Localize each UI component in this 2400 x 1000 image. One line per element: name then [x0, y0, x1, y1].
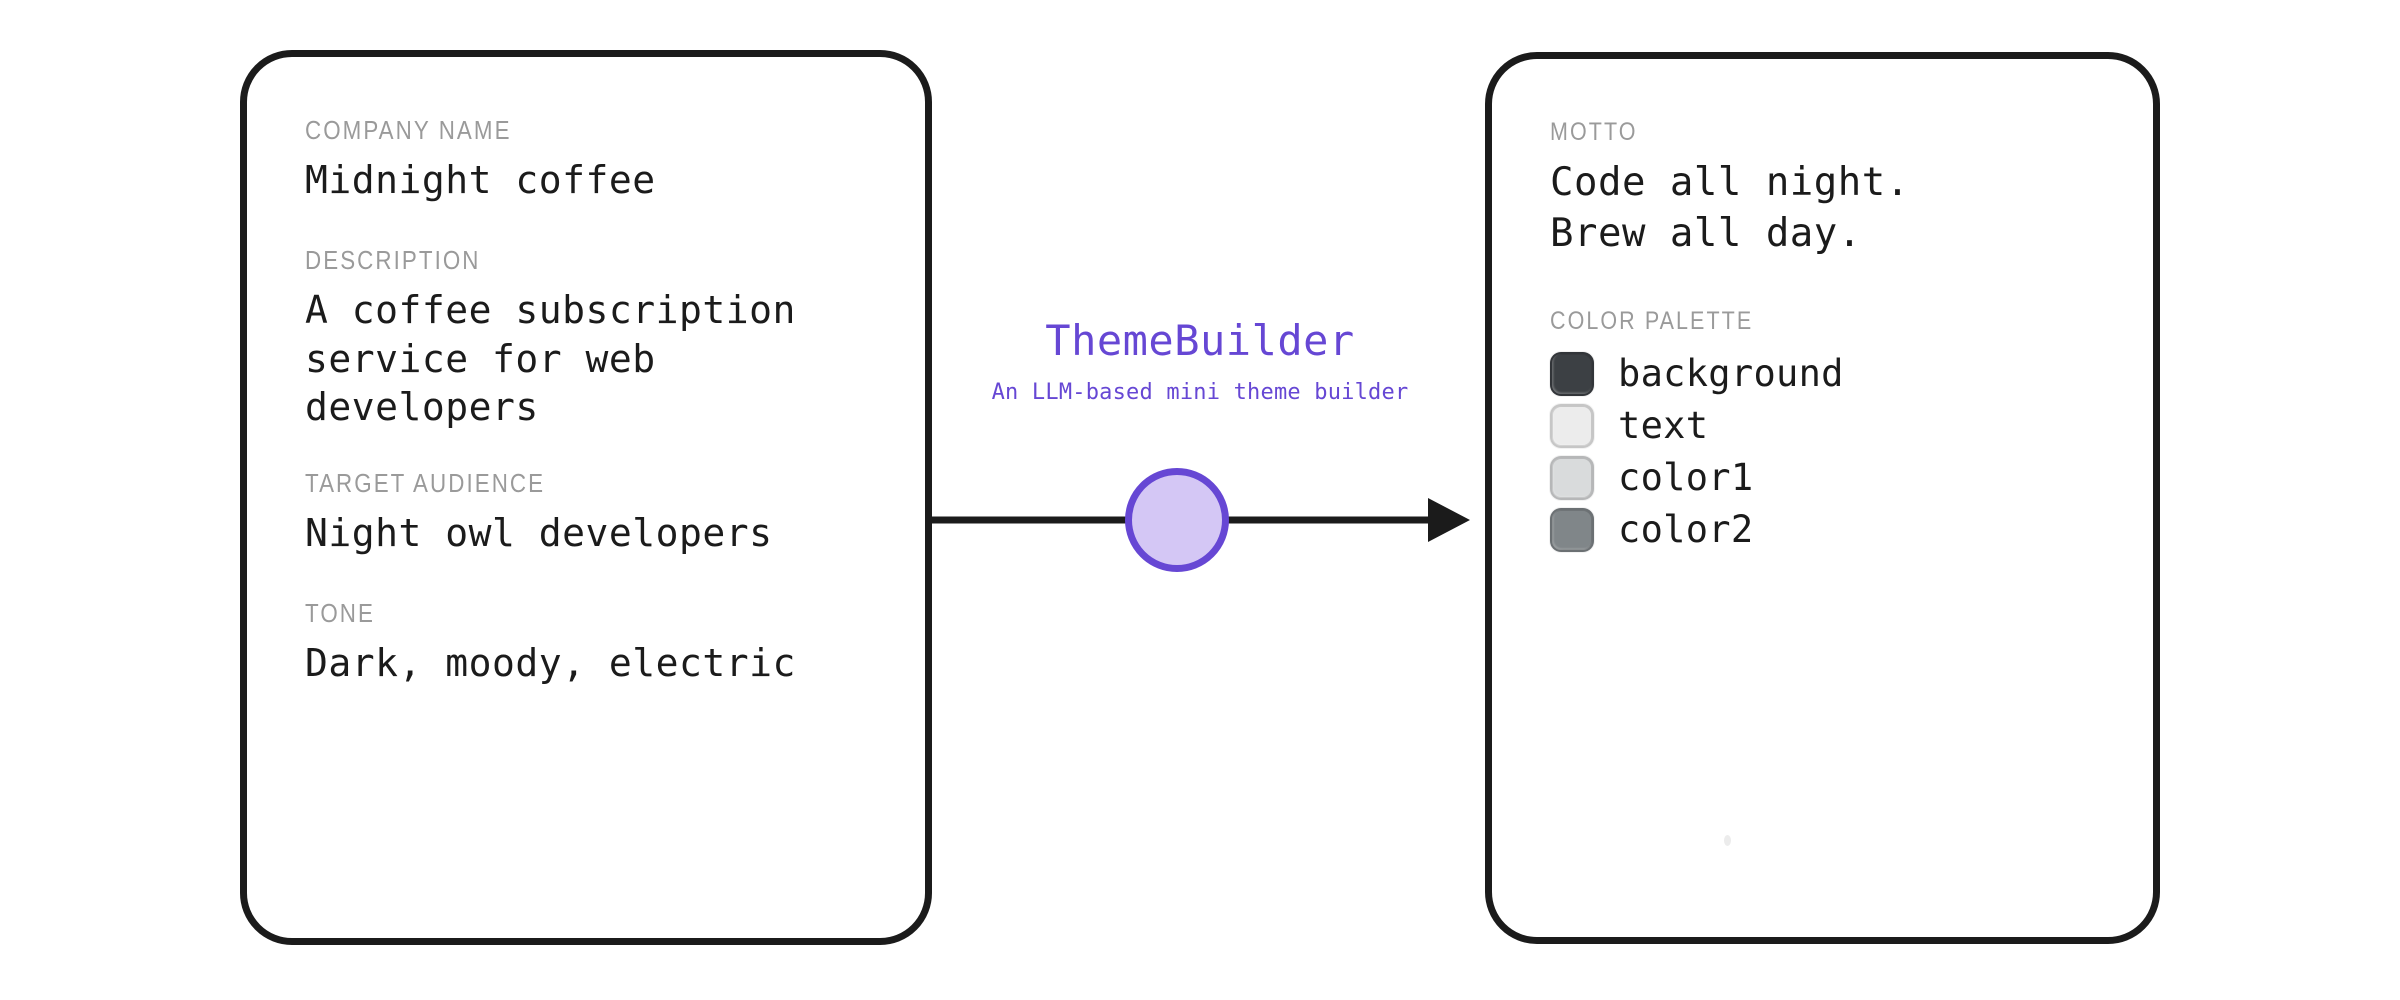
theme-builder-node[interactable] — [1125, 468, 1229, 572]
color-swatch-color1[interactable] — [1550, 455, 1594, 500]
field-value-motto: Code all night. Brew all day. — [1550, 160, 1910, 257]
field-tone: TONE Dark, moody, electric — [305, 598, 925, 688]
field-label-target-audience: TARGET AUDIENCE — [305, 467, 546, 498]
input-card-content: COMPANY NAME Midnight coffee DESCRIPTION… — [247, 57, 925, 938]
field-target-audience: TARGET AUDIENCE Night owl developers — [305, 468, 925, 558]
field-label-color-palette: COLOR PALETTE — [1550, 306, 1754, 335]
theme-output-card: MOTTO Code all night. Brew all day. COLO… — [1485, 52, 2160, 944]
field-value-company-name: Midnight coffee — [305, 158, 656, 203]
color-swatch-label-color1: color1 — [1618, 456, 1754, 500]
field-label-motto: MOTTO — [1550, 118, 1638, 146]
color-swatch-text[interactable] — [1550, 403, 1594, 448]
field-description: DESCRIPTION A coffee subscription servic… — [305, 245, 925, 432]
color-swatch-label-background: background — [1618, 352, 1844, 396]
field-company-name: COMPANY NAME Midnight coffee — [305, 115, 925, 205]
color-palette-list: background text color1 color2 — [1550, 351, 2153, 552]
brand-input-card: COMPANY NAME Midnight coffee DESCRIPTION… — [240, 50, 932, 945]
field-color-palette: COLOR PALETTE background text color1 col… — [1550, 306, 2153, 552]
output-card-content: MOTTO Code all night. Brew all day. COLO… — [1492, 59, 2153, 937]
field-value-target-audience: Night owl developers — [305, 511, 773, 556]
field-label-tone: TONE — [305, 597, 375, 628]
field-label-description: DESCRIPTION — [305, 244, 481, 275]
palette-row-text[interactable]: text — [1550, 403, 2153, 448]
decorative-dot — [1724, 835, 1731, 846]
field-value-description: A coffee subscription service for web de… — [305, 288, 796, 430]
field-label-company-name: COMPANY NAME — [305, 115, 512, 145]
palette-row-color2[interactable]: color2 — [1550, 507, 2153, 552]
palette-row-background[interactable]: background — [1550, 351, 2153, 396]
color-swatch-label-color2: color2 — [1618, 508, 1754, 552]
color-swatch-label-text: text — [1618, 404, 1709, 448]
connector-group: ThemeBuilder An LLM-based mini theme bui… — [930, 320, 1470, 600]
color-swatch-color2[interactable] — [1550, 507, 1594, 552]
field-motto: MOTTO Code all night. Brew all day. — [1550, 117, 2153, 260]
app-title: ThemeBuilder — [1045, 316, 1355, 365]
field-value-tone: Dark, moody, electric — [305, 640, 796, 685]
app-subtitle: An LLM-based mini theme builder — [991, 380, 1409, 405]
color-swatch-background[interactable] — [1550, 351, 1594, 396]
palette-row-color1[interactable]: color1 — [1550, 455, 2153, 500]
